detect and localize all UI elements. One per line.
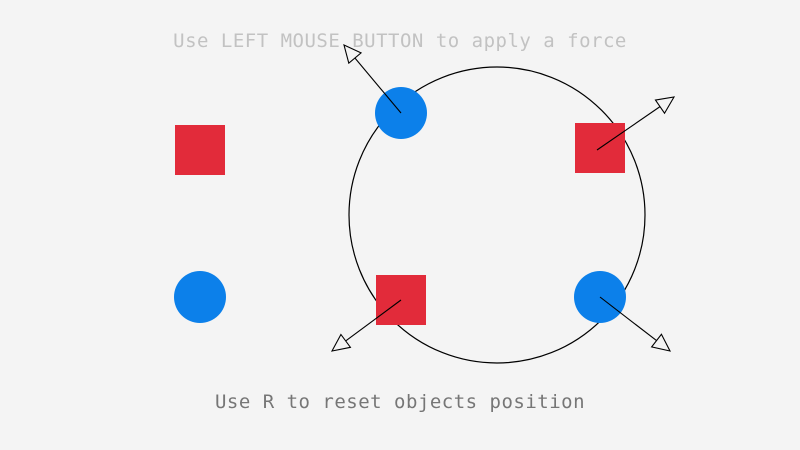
arrow-head	[654, 96, 676, 115]
arrow-head	[330, 333, 352, 352]
arrow-shaft	[599, 296, 657, 342]
body-circle-bottom-left[interactable]	[174, 271, 226, 323]
arrow-head	[343, 44, 363, 65]
arrow-head	[650, 333, 672, 352]
arrow-square-bottom-center	[330, 299, 402, 352]
arrow-shaft	[345, 299, 402, 342]
arrow-shaft	[596, 106, 661, 151]
body-square-top-left[interactable]	[175, 125, 225, 175]
arrow-circle-bottom-right	[599, 296, 672, 352]
arrow-shaft	[354, 57, 402, 114]
constraint-circle-outline	[348, 66, 646, 364]
arrow-square-top-right	[596, 96, 676, 151]
arrow-circle-top-center	[343, 44, 402, 114]
